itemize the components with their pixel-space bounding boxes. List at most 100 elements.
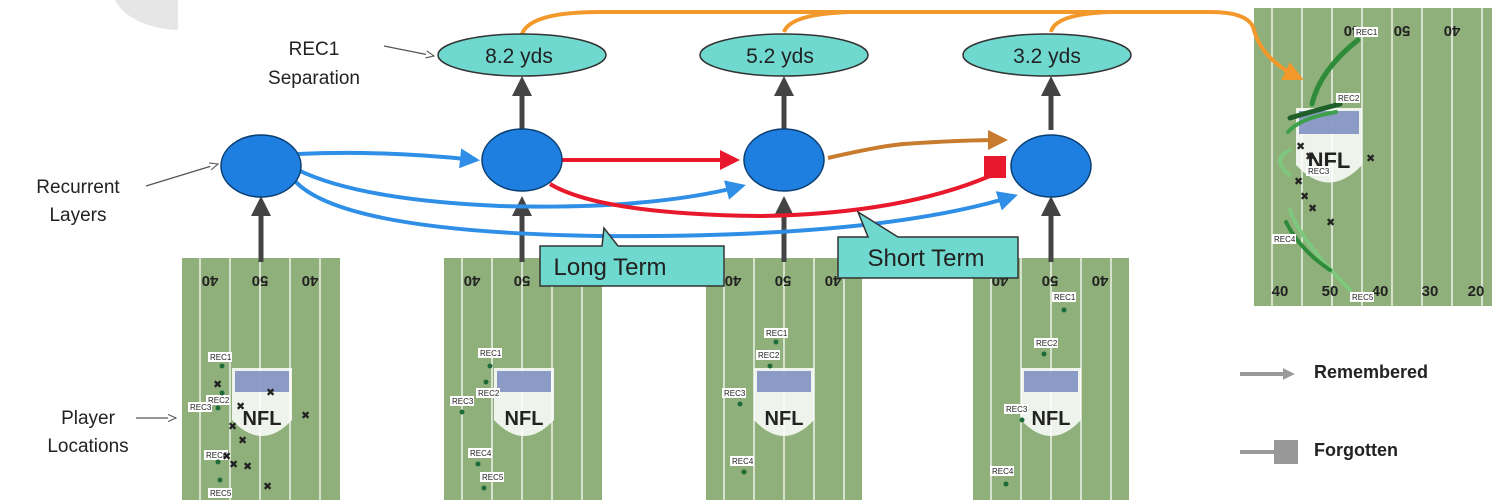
yard-number: 50 bbox=[1394, 22, 1411, 39]
left-labels: REC1 Separation Recurrent Layers Player … bbox=[36, 39, 434, 457]
svg-text:✖: ✖ bbox=[228, 421, 237, 433]
result-field: NFL 40 50 40 40 50 40 30 20 REC1 REC2 RE… bbox=[1254, 8, 1492, 306]
svg-text:✖: ✖ bbox=[1294, 176, 1303, 188]
recurrent-nodes bbox=[220, 128, 1092, 198]
yard-number: 40 bbox=[1092, 272, 1109, 289]
svg-text:✖: ✖ bbox=[222, 451, 231, 463]
receiver-label: REC4 bbox=[732, 457, 754, 466]
recurrent-label-line2: Layers bbox=[49, 205, 106, 226]
receiver-label: REC1 bbox=[1054, 293, 1076, 302]
arrow-brown bbox=[827, 130, 1008, 160]
svg-text:✖: ✖ bbox=[1366, 153, 1375, 165]
predicted-routes bbox=[1278, 37, 1361, 292]
forget-gate-square bbox=[984, 156, 1006, 178]
receiver-label: REC4 bbox=[470, 449, 492, 458]
field-3: NFL 40 50 40 REC1 REC2 REC3 REC4 bbox=[706, 258, 862, 500]
separation-value: 3.2 yds bbox=[1013, 45, 1081, 68]
nfl-logo-text: NFL bbox=[505, 408, 544, 430]
locations-label-line2: Locations bbox=[47, 436, 128, 457]
memory-arrows bbox=[292, 10, 1304, 239]
separation-label-line1: REC1 bbox=[289, 39, 340, 60]
short-term-callout: Short Term bbox=[837, 210, 1019, 279]
svg-text:✖: ✖ bbox=[1326, 217, 1335, 229]
yard-number: 50 bbox=[775, 272, 792, 289]
receiver-label: REC3 bbox=[1006, 405, 1028, 414]
arrow-blue-1 bbox=[297, 148, 480, 169]
legend: Remembered Forgotten bbox=[1240, 362, 1428, 464]
receiver-label: REC5 bbox=[1352, 293, 1374, 302]
receiver-label: REC1 bbox=[480, 349, 502, 358]
yard-number: 40 bbox=[725, 272, 742, 289]
field-2: NFL 40 50 40 REC1 REC2 REC3 REC4 REC5 bbox=[444, 258, 602, 500]
receiver-label: REC3 bbox=[1308, 167, 1330, 176]
receiver-label: REC3 bbox=[724, 389, 746, 398]
arrow-blue-3 bbox=[292, 178, 1018, 239]
receiver-label: REC3 bbox=[190, 403, 212, 412]
receiver-label: REC4 bbox=[992, 467, 1014, 476]
receiver-label: REC2 bbox=[1036, 339, 1058, 348]
yard-number: 50 bbox=[514, 272, 531, 289]
nfl-logo: NFL bbox=[1021, 368, 1081, 436]
yard-number: 50 bbox=[252, 272, 269, 289]
yard-number: 40 bbox=[202, 272, 219, 289]
yard-number: 40 bbox=[464, 272, 481, 289]
receiver-label: REC1 bbox=[210, 353, 232, 362]
svg-text:✖: ✖ bbox=[1305, 151, 1314, 163]
arrow-red-2 bbox=[548, 174, 991, 219]
nfl-logo: NFL bbox=[494, 368, 554, 436]
receiver-label: REC4 bbox=[206, 451, 228, 460]
legend-forgotten: Forgotten bbox=[1314, 440, 1398, 460]
nfl-logo: NFL bbox=[232, 368, 292, 436]
receiver-label: REC2 bbox=[208, 396, 230, 405]
receiver-label: REC2 bbox=[1338, 94, 1360, 103]
svg-text:✖: ✖ bbox=[243, 461, 252, 473]
svg-text:✖: ✖ bbox=[1296, 141, 1305, 153]
nfl-logo-text: NFL bbox=[765, 408, 804, 430]
defender-markers: ✖✖✖ ✖✖✖✖ bbox=[1294, 141, 1375, 229]
receiver-label: REC5 bbox=[210, 489, 232, 498]
long-term-callout: Long Term bbox=[539, 226, 725, 287]
svg-text:✖: ✖ bbox=[301, 410, 310, 422]
long-term-label: Long Term bbox=[554, 254, 667, 281]
svg-text:✖: ✖ bbox=[213, 379, 222, 391]
recurrent-label-line1: Recurrent bbox=[36, 177, 120, 198]
yard-number: 40 bbox=[302, 272, 319, 289]
svg-text:✖: ✖ bbox=[229, 459, 238, 471]
defender-markers: ✖✖✖✖ ✖✖✖✖ ✖✖ bbox=[213, 379, 310, 493]
nfl-logo-text: NFL bbox=[243, 408, 282, 430]
receiver-label: REC4 bbox=[1274, 235, 1296, 244]
receiver-label: REC2 bbox=[478, 389, 500, 398]
separation-label-line2: Separation bbox=[268, 68, 360, 89]
separation-ellipses: 8.2 yds 5.2 yds 3.2 yds bbox=[437, 33, 1132, 77]
locations-label-line1: Player bbox=[61, 408, 116, 429]
yard-number: 20 bbox=[1468, 283, 1485, 300]
short-term-label: Short Term bbox=[868, 245, 985, 272]
yard-number: 40 bbox=[1444, 22, 1461, 39]
yard-number: 40 bbox=[825, 272, 842, 289]
yard-number: 40 bbox=[1372, 283, 1389, 300]
yard-number: 50 bbox=[1322, 283, 1339, 300]
yard-number: 30 bbox=[1422, 283, 1439, 300]
svg-text:✖: ✖ bbox=[263, 481, 272, 493]
svg-text:✖: ✖ bbox=[266, 387, 275, 399]
svg-text:✖: ✖ bbox=[1300, 191, 1309, 203]
legend-remembered: Remembered bbox=[1314, 362, 1428, 382]
receiver-label: REC5 bbox=[482, 473, 504, 482]
arrow-blue-2 bbox=[297, 168, 746, 209]
receiver-label: REC1 bbox=[766, 329, 788, 338]
arrow-orange bbox=[520, 10, 1304, 81]
field-1: NFL 40 50 40 REC1 REC2 REC3 REC4 REC5 ✖✖… bbox=[182, 258, 340, 500]
separation-value: 8.2 yds bbox=[485, 45, 553, 68]
yard-number: 50 bbox=[1042, 272, 1059, 289]
svg-text:✖: ✖ bbox=[238, 435, 247, 447]
receiver-label: REC3 bbox=[452, 397, 474, 406]
field-4: NFL 40 50 40 REC1 REC2 REC3 REC4 bbox=[973, 258, 1129, 500]
receiver-label: REC1 bbox=[1356, 28, 1378, 37]
svg-text:✖: ✖ bbox=[1308, 203, 1317, 215]
yard-number: 40 bbox=[1272, 283, 1289, 300]
separation-value: 5.2 yds bbox=[746, 45, 814, 68]
nfl-logo-text: NFL bbox=[1032, 408, 1071, 430]
receiver-label: REC2 bbox=[758, 351, 780, 360]
nfl-logo: NFL bbox=[754, 368, 814, 436]
